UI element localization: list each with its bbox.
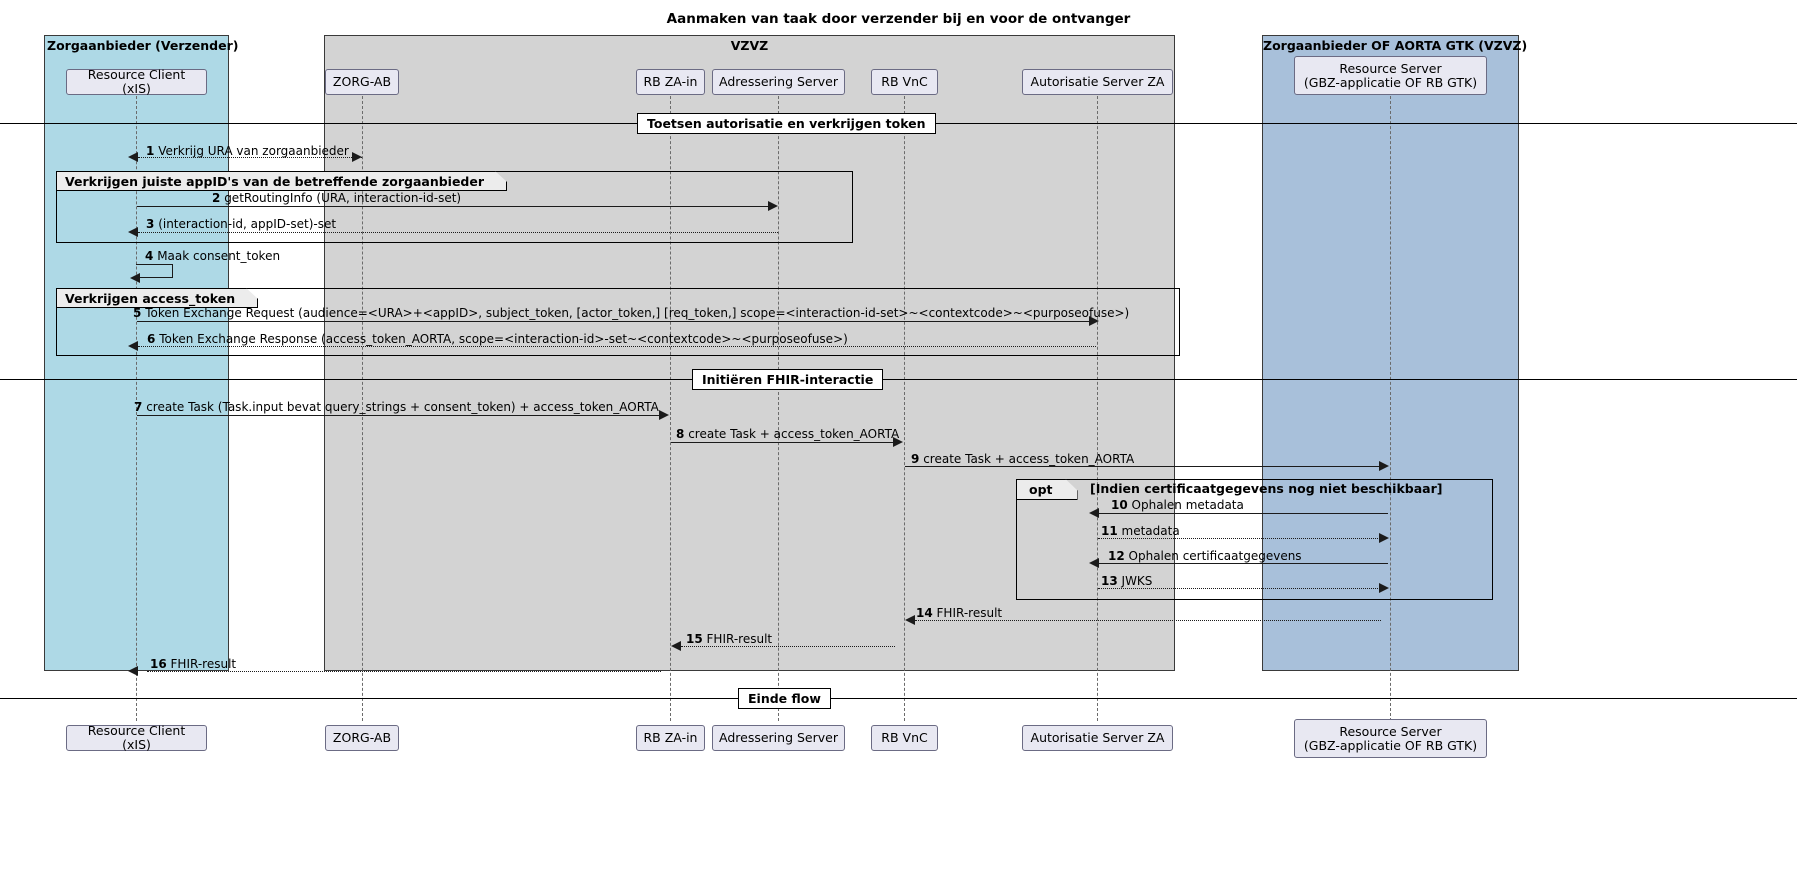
participant-foot-resource-client[interactable]: Resource Client (xIS) (66, 724, 207, 752)
message-5-arrowhead (1089, 316, 1099, 326)
message-2-line (137, 206, 770, 207)
message-14-line (915, 620, 1381, 621)
message-6-line (138, 346, 1096, 347)
lifeline-rb-vnc (904, 96, 905, 721)
message-8-line (671, 442, 894, 443)
participant-head-autorisatie-server-za[interactable]: Autorisatie Server ZA (1022, 69, 1173, 95)
divider-line-initieren (0, 379, 1797, 380)
participant-foot-rb-za-in[interactable]: RB ZA-in (636, 725, 705, 751)
lifeline-autorisatie-server-za (1097, 96, 1098, 721)
participant-foot-rb-vnc[interactable]: RB VnC (871, 725, 938, 751)
message-1-label: 1 Verkrijg URA van zorgaanbieder (146, 144, 349, 158)
message-10-line (1099, 513, 1388, 514)
participant-foot-adresserings-server[interactable]: Adressering Server (712, 725, 845, 751)
message-13-line (1098, 588, 1380, 589)
participant-foot-resource-server-line2: (GBZ-applicatie OF RB GTK) (1303, 737, 1478, 753)
message-3-label: 3 (interaction-id, appID-set)-set (146, 217, 337, 231)
participant-foot-resource-server-line1: Resource Server (1339, 723, 1442, 739)
participant-box-vzvz (324, 35, 1175, 671)
message-11-line (1098, 538, 1380, 539)
message-1-arrowhead-left (128, 152, 138, 162)
message-8-label: 8 create Task + access_token_AORTA (676, 427, 900, 441)
divider-toetsen-autorisatie: Toetsen autorisatie en verkrijgen token (637, 113, 936, 134)
message-13-label: 13 JWKS (1101, 574, 1153, 588)
message-5-label: 5 Token Exchange Request (audience=<URA>… (133, 306, 1130, 320)
participant-foot-autorisatie-server-za[interactable]: Autorisatie Server ZA (1022, 725, 1173, 751)
message-9-label: 9 create Task + access_token_AORTA (911, 452, 1135, 466)
message-15-line (681, 646, 895, 647)
lifeline-resource-server (1390, 96, 1391, 721)
message-14-arrowhead (905, 615, 915, 625)
message-12-label: 12 Ophalen certificaatgegevens (1108, 549, 1302, 563)
participant-head-rb-vnc[interactable]: RB VnC (871, 69, 938, 95)
message-6-arrowhead (128, 341, 138, 351)
message-12-arrowhead (1089, 558, 1099, 568)
message-15-label: 15 FHIR-result (686, 632, 773, 646)
participant-box-label-vzvz: VZVZ (730, 38, 769, 53)
participant-head-resource-server[interactable]: Resource Server (GBZ-applicatie OF RB GT… (1294, 56, 1487, 95)
frame-opt-condition: [Indien certificaatgegevens nog niet bes… (1090, 481, 1443, 496)
message-5-line (137, 321, 1095, 322)
frame-verkrijgen-access-token (56, 288, 1180, 356)
frame-opt-certificaatgegevens (1016, 479, 1493, 600)
participant-head-rb-za-in[interactable]: RB ZA-in (636, 69, 705, 95)
message-11-arrowhead (1379, 533, 1389, 543)
page-title: Aanmaken van taak door verzender bij en … (666, 11, 1131, 27)
lifeline-zorg-ab (362, 96, 363, 721)
message-1-line (138, 157, 362, 158)
participant-box-label-verzender: Zorgaanbieder (Verzender) (47, 38, 239, 53)
message-6-label: 6 Token Exchange Response (access_token_… (147, 332, 848, 346)
participant-head-resource-server-line2: (GBZ-applicatie OF RB GTK) (1303, 74, 1478, 90)
lifeline-adresserings-server (778, 96, 779, 721)
frame-verkrijgen-appid-tab: Verkrijgen juiste appID's van de betreff… (56, 171, 507, 191)
message-11-label: 11 metadata (1101, 524, 1180, 538)
message-12-line (1099, 563, 1388, 564)
message-4-label: 4 Maak consent_token (145, 249, 281, 263)
message-9-line (905, 466, 1380, 467)
message-9-arrowhead (1379, 461, 1389, 471)
message-7-line (137, 415, 661, 416)
participant-head-resource-server-line1: Resource Server (1339, 60, 1442, 76)
frame-opt-tab: opt (1016, 479, 1078, 500)
message-14-label: 14 FHIR-result (916, 606, 1003, 620)
message-1-arrowhead-right (352, 152, 362, 162)
participant-head-zorg-ab[interactable]: ZORG-AB (325, 69, 399, 95)
participant-head-adresserings-server[interactable]: Adressering Server (712, 69, 845, 95)
message-7-label: 7 create Task (Task.input bevat query_st… (134, 400, 659, 414)
participant-box-label-aorta-gtk: Zorgaanbieder OF AORTA GTK (VZVZ) (1263, 38, 1528, 53)
message-10-label: 10 Ophalen metadata (1111, 498, 1244, 512)
message-7-arrowhead (659, 410, 669, 420)
participant-foot-zorg-ab[interactable]: ZORG-AB (325, 725, 399, 751)
message-8-arrowhead (893, 437, 903, 447)
divider-einde-flow: Einde flow (738, 688, 831, 709)
message-13-arrowhead (1379, 583, 1389, 593)
participant-head-resource-client[interactable]: Resource Client (xIS) (66, 68, 207, 96)
lifeline-resource-client (136, 96, 137, 721)
divider-line-einde (0, 698, 1797, 699)
lifeline-rb-za-in (670, 96, 671, 721)
frame-verkrijgen-access-token-tab: Verkrijgen access_token (56, 288, 258, 308)
message-16-line (147, 671, 661, 672)
message-4-self-box (136, 264, 173, 278)
message-3-arrowhead (128, 227, 138, 237)
message-3-line (138, 232, 778, 233)
message-15-arrowhead (671, 641, 681, 651)
message-16-arrowhead (128, 666, 138, 676)
message-2-label: 2 getRoutingInfo (URA, interaction-id-se… (212, 191, 462, 205)
participant-foot-resource-server[interactable]: Resource Server (GBZ-applicatie OF RB GT… (1294, 719, 1487, 758)
message-16-label: 16 FHIR-result (150, 657, 237, 671)
message-2-arrowhead (768, 201, 778, 211)
message-10-arrowhead (1089, 508, 1099, 518)
message-4-arrowhead (130, 273, 140, 283)
divider-initieren-fhir: Initiëren FHIR-interactie (692, 369, 884, 390)
